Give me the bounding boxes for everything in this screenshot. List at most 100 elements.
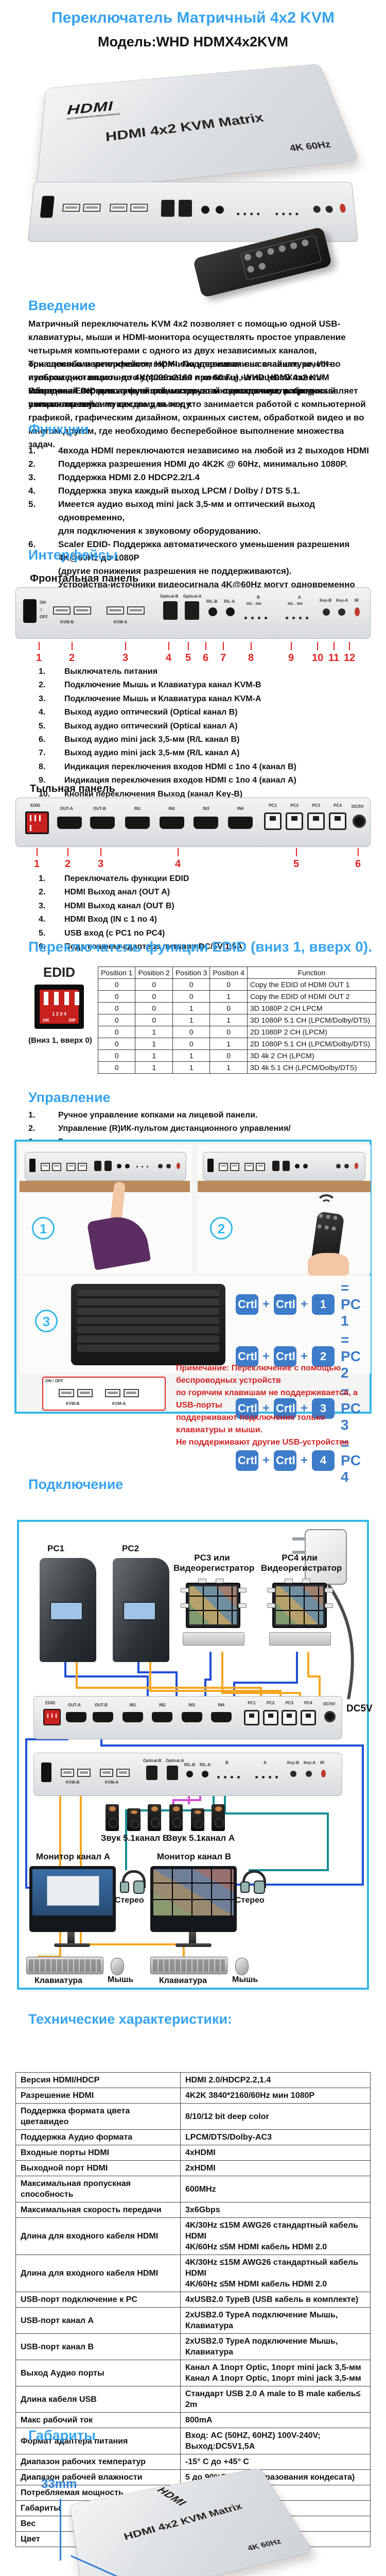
optical-a-label: Optical-A [183,594,202,599]
list-item: 5.Имеется аудио выход mini jack 3,5-мм и… [28,499,315,536]
list-item: 1.Выключатель питания [39,667,158,676]
intro-paragraph-2: Три способа переключения; горячими клави… [28,359,336,409]
stereo-b-label: Стерео [235,1896,265,1905]
section-specs-heading: Технические характеристики: [28,2011,233,2027]
ir-label: IR [355,598,359,603]
control-step3-panel: 3 Crtl+Crtl+1= PC 1 Crtl+Crtl+2= PC 2 Cr… [20,1276,371,1485]
device-badge-4k: 4K 60Hz [288,140,332,154]
dim-height: 33mm [41,2477,77,2491]
list-item: 3.Подключение Мышь и Клавиатура канал KV… [39,694,261,703]
list-item: 8.Индикация переключения входов HDMI с 1… [39,762,296,771]
step-1-badge: 1 [32,1217,55,1240]
kvm-a-label: KVM-A [114,620,128,624]
list-item: 3.Поддержка HDMI 2.0 HDCP2.2/1.4 [28,472,200,482]
pc1-tower [40,1558,96,1662]
section-interfaces-heading: Интерфейсы [28,547,118,563]
optical-b-label: Optical-B [160,594,179,599]
spec-row: Диапазон рабочих температур-15° C до +45… [15,2454,371,2470]
hotkey-row: Crtl+Crtl+3= PC 3 [236,1384,371,1433]
keyboard-photo [71,1284,225,1365]
stereo-a-label: Стерео [115,1896,144,1905]
keyboard-b-label: Клавиатура [159,1976,207,1985]
device-name: HDMI 4x2 KVM Matrix [105,111,266,145]
front-panel-list: 1.Выключатель питания 2.Подключение Мышь … [39,667,368,831]
monitor-b [150,1866,237,1932]
pc3-dvr [181,1579,247,1652]
pc2-label: PC2 [122,1544,139,1553]
list-item: 5.USB вход (с PC1 по PC4) [39,928,165,938]
list-item: 4.HDMI Вход (IN с 1 по 4) [39,915,157,924]
list-item: 3.HDMI Выход канал (OUT B) [39,901,174,910]
section-dimensions-heading: Габариты [28,2428,96,2443]
rl-a-label: R/L-A [224,599,235,604]
dimensions-illustration: HDMI HDMI 4x2 KVM Matrix 4K 60Hz 33mm 25… [31,2452,355,2576]
headphones-a-icon [120,1870,146,1893]
rear-panel-subheading: Тыльная панель [30,783,115,794]
key-a-label: Key-A [336,598,348,603]
wireless-note: Примечание: Переключение с помощью беспр… [176,1364,358,1447]
edid-dip-switch [25,811,49,834]
speakers-a [169,1804,226,1831]
out-b-label: OUT-B [93,806,106,811]
kvm-b-label: KVM-B [60,620,74,624]
page-title: Переключатель Матричный 4x2 KVM [51,9,335,26]
list-item: 2.Подключение Мышь и Клавиатура канал KV… [39,681,261,690]
mouse-a-icon [111,1958,124,1975]
keyboard-a-icon [26,1957,103,1974]
power-switch-icon [23,599,37,623]
monitor-b-label: Монитор канал B [156,1852,232,1861]
hotkey-row: Crtl+Crtl+1= PC 1 [236,1280,371,1329]
section-connection-heading: Подключение [28,1477,124,1492]
list-item: 4.Выход аудио оптический (Optical канал … [39,708,238,717]
front-panel-illustration: ON / OFF KVM-B KVM-A Optical-B Optical-A… [15,587,371,665]
led-row-b [235,209,262,218]
edid-dip-graphic: EDID 1 2 3 4 ON DIP (Вниз 1, вверх 0) [28,964,92,1045]
control-step1-panel: 1 [20,1145,191,1274]
mouse-b-label: Мышь [232,1975,258,1984]
pc1-label: PC1 [47,1544,65,1553]
key-b-label: Key-B [320,598,332,603]
dc-label: DC/5V [352,804,364,809]
mouse-a-label: Мышь [108,1975,134,1984]
control-illustration: 1 2 [14,1140,372,1485]
control-step2-panel: 2 [198,1145,371,1277]
pc2-tower [113,1558,169,1662]
intro-paragraph-3: Объединяя несколько функций, матричный п… [28,386,366,449]
product-photo-front-remote [27,180,359,298]
list-item: 1.Ручное управление копками на лицевой п… [28,1111,258,1120]
hotkey-row: Crtl+Crtl+4= PC 4 [236,1436,371,1485]
power-switch-icon [40,196,55,218]
section-functions-heading: Функции [28,421,89,437]
list-item: 1.4входа HDMI переключаются независимо н… [28,446,369,455]
dc5v-label: DC5V [346,1703,373,1714]
keyboard-b-icon [150,1957,227,1974]
intro-paragraph-1: Матричный переключатель KVM 4x2 позволяе… [28,319,346,409]
list-item: 2.Управление (R)ИК-пультом дистанционног… [28,1124,291,1133]
step-2-badge: 2 [210,1217,233,1240]
hotkeys: Crtl+Crtl+1= PC 1 Crtl+Crtl+2= PC 2 Crtl… [236,1280,371,1488]
hotkey-row: Crtl+Crtl+2= PC 2 [236,1332,371,1381]
list-item: 10.Кнопки переключения Выход (канал Key-… [39,789,243,799]
